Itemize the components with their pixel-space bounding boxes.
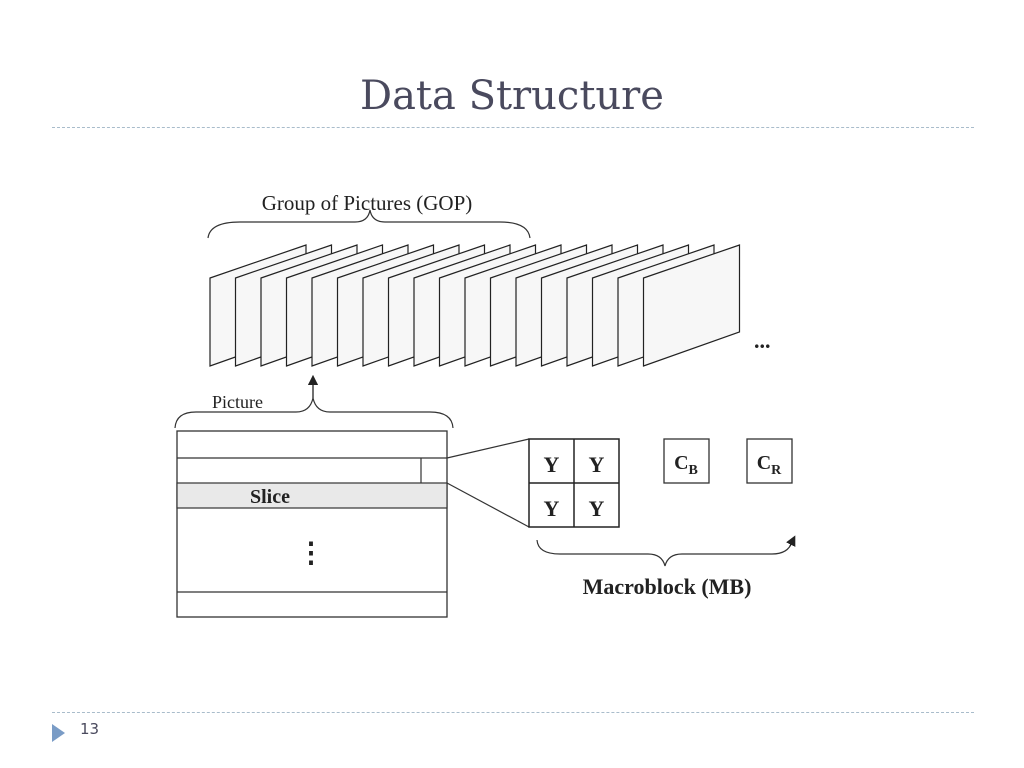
picture-detail: Slice ⋮: [176, 430, 448, 618]
gop-brace: [207, 209, 531, 239]
footer-bullet-icon: [52, 724, 65, 742]
luma-block-3: Y: [589, 496, 605, 521]
slide-title: Data Structure: [360, 73, 664, 119]
luma-block-2: Y: [544, 496, 560, 521]
gop-frames: [209, 244, 741, 367]
slice-label: Slice: [250, 486, 290, 508]
chroma-b-label: CB: [674, 452, 698, 478]
chroma-b-block: CB: [663, 438, 710, 484]
macroblock-arrow: [786, 535, 796, 547]
picture-vertical-ellipsis: ⋮: [297, 538, 325, 569]
luma-block-0: Y: [544, 452, 560, 477]
zoom-line-top: [446, 438, 530, 459]
chroma-b-subscript: B: [689, 463, 698, 478]
footer-divider: [52, 712, 974, 713]
macroblock-label: Macroblock (MB): [583, 574, 752, 599]
chroma-b-base: C: [674, 452, 688, 474]
luma-block-1: Y: [589, 452, 605, 477]
gop-continuation-ellipsis: ...: [754, 328, 771, 353]
picture-frame: [642, 244, 741, 367]
chroma-r-label: CR: [757, 452, 782, 478]
gop-label: Group of Pictures (GOP): [262, 191, 473, 215]
picture-label: Picture: [212, 392, 263, 412]
chroma-r-block: CR: [746, 438, 793, 484]
chroma-r-base: C: [757, 452, 771, 474]
chroma-r-subscript: R: [771, 463, 782, 478]
slice-row: [176, 482, 448, 509]
picture-outline: [176, 430, 448, 618]
page-number: 13: [80, 720, 100, 738]
title-divider: [52, 127, 974, 128]
macroblock-brace: [536, 539, 793, 567]
luma-block-grid: Y Y Y Y: [528, 438, 620, 528]
chroma-r-outline: [746, 438, 793, 484]
chroma-b-outline: [663, 438, 710, 484]
zoom-line-bottom: [446, 482, 530, 528]
